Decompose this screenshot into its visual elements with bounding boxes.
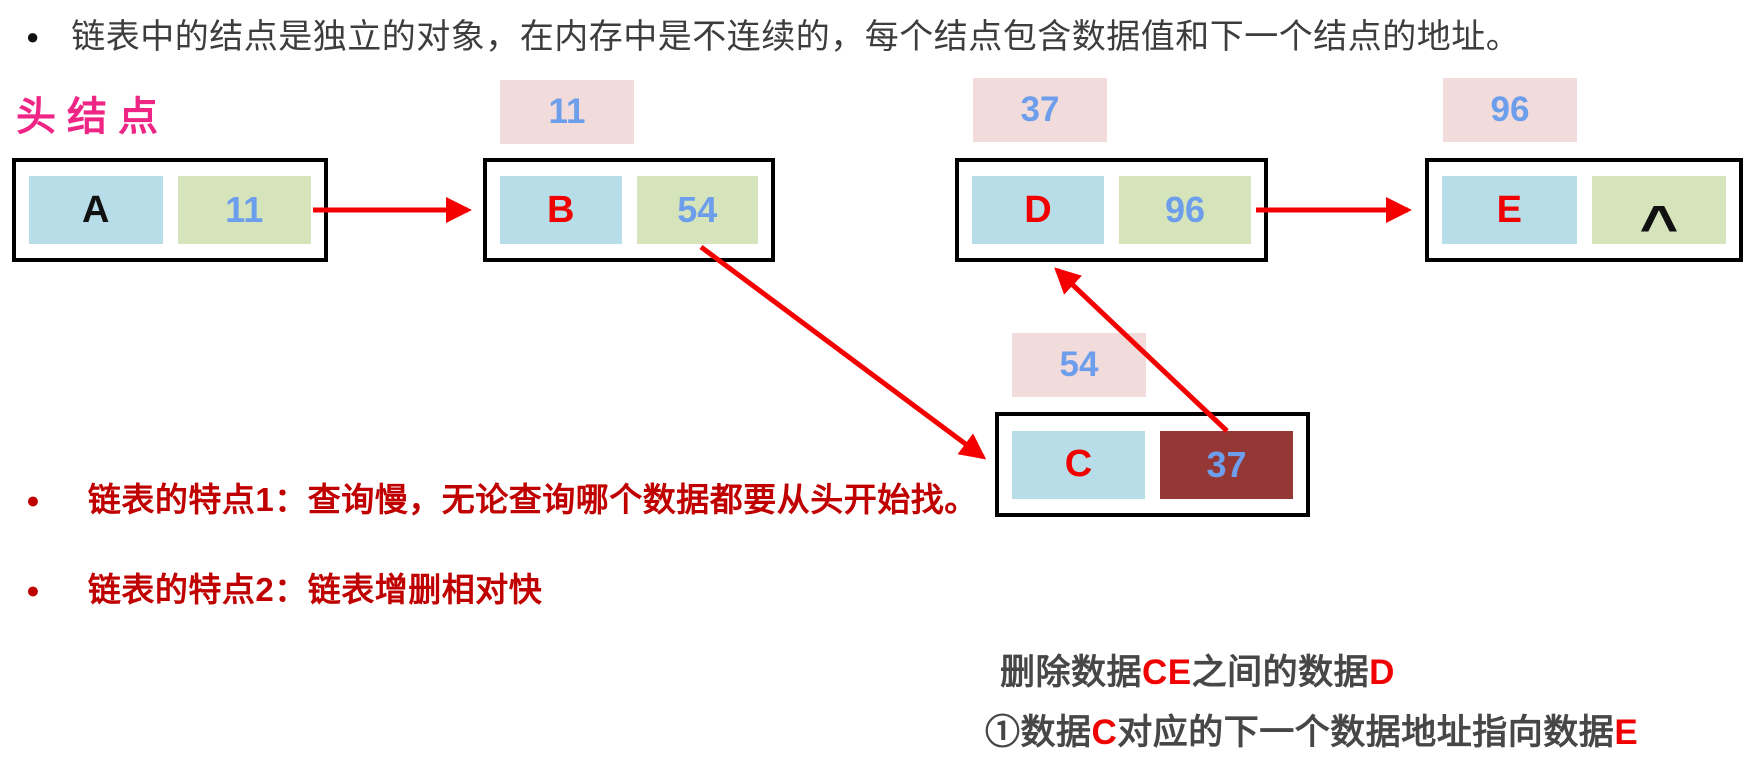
address-label-node-D: 37 xyxy=(973,78,1107,142)
feature-bullet-1: ● 链表的特点1：查询慢，无论查询哪个数据都要从头开始找。 xyxy=(26,478,978,522)
intro-bullet: ● 链表中的结点是独立的对象，在内存中是不连续的，每个结点包含数据值和下一个结点… xyxy=(26,14,1520,60)
node-D-next-cell: 96 xyxy=(1119,176,1251,244)
node-E: E ^ xyxy=(1425,158,1743,262)
note-segment: ①数据 xyxy=(985,713,1092,752)
node-D-data-value: D xyxy=(1024,188,1052,231)
node-E-data-cell: E xyxy=(1442,176,1577,244)
node-B-data-cell: B xyxy=(500,176,622,244)
node-C-next-cell-highlighted: 37 xyxy=(1160,430,1293,499)
node-D: D 96 xyxy=(955,158,1268,262)
delete-note-line-2: ①数据C对应的下一个数据地址指向数据E xyxy=(985,704,1638,755)
node-A-next-value: 11 xyxy=(225,189,264,230)
node-B-data-value: B xyxy=(547,188,575,231)
bullet-icon: ● xyxy=(26,487,40,513)
feature-2-text: 链表的特点2：链表增删相对快 xyxy=(87,571,543,608)
intro-text: 链表中的结点是独立的对象，在内存中是不连续的，每个结点包含数据值和下一个结点的地… xyxy=(71,18,1521,56)
node-B: B 54 xyxy=(483,158,775,262)
node-D-data-cell: D xyxy=(972,176,1104,244)
head-node-label: 头结点 xyxy=(16,95,169,139)
node-A-data-value: A xyxy=(82,188,110,231)
feature-1-text: 链表的特点1：查询慢，无论查询哪个数据都要从头开始找。 xyxy=(87,481,978,518)
node-C-data-cell: C xyxy=(1012,430,1145,499)
node-C-data-value: C xyxy=(1064,443,1093,485)
note-segment-highlight: E xyxy=(1614,713,1639,752)
note-segment: 对应的下一个数据地址指向数据 xyxy=(1117,713,1615,752)
address-label-node-E: 96 xyxy=(1443,78,1577,142)
node-B-next-value: 54 xyxy=(677,189,718,230)
arrow-b-to-c xyxy=(699,244,987,460)
node-D-next-value: 96 xyxy=(1164,189,1206,230)
bullet-icon: ● xyxy=(26,577,40,603)
node-E-data-value: E xyxy=(1496,188,1522,231)
node-E-next-cell: ^ xyxy=(1591,176,1726,259)
note-segment-highlight: CE xyxy=(1142,653,1192,692)
bullet-icon: ● xyxy=(26,24,40,49)
node-B-next-cell: 54 xyxy=(636,176,758,244)
address-label-node-B: 11 xyxy=(500,80,634,144)
node-A-data-cell: A xyxy=(29,176,163,244)
note-segment: 之间的数据 xyxy=(1191,653,1370,692)
note-segment-highlight: D xyxy=(1369,653,1395,692)
delete-note-line-1: 删除数据CE之间的数据D xyxy=(1000,644,1395,695)
node-C-next-value: 37 xyxy=(1206,443,1247,485)
node-C: C 37 xyxy=(995,412,1310,517)
node-E-null-pointer: ^ xyxy=(1639,193,1679,259)
node-A-next-cell: 11 xyxy=(177,176,311,244)
note-segment-highlight: C xyxy=(1091,713,1118,752)
feature-bullet-2: ● 链表的特点2：链表增删相对快 xyxy=(26,568,542,612)
address-label-node-C: 54 xyxy=(1012,333,1146,397)
note-segment: 删除数据 xyxy=(1000,653,1143,692)
node-A: A 11 xyxy=(12,158,328,262)
